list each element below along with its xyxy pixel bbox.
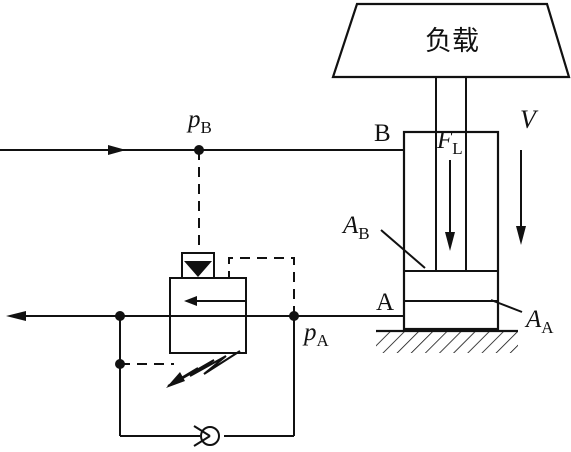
port-a-label: A xyxy=(376,289,394,316)
pilot-line-a xyxy=(228,257,295,316)
area-b-label: AB xyxy=(341,212,370,243)
junction-outlet xyxy=(115,311,125,321)
junction-pa xyxy=(289,311,299,321)
leader-area-a xyxy=(490,299,523,313)
leader-area-b xyxy=(380,229,426,269)
piston xyxy=(404,270,498,302)
port-b-label: B xyxy=(374,120,391,147)
pilot-head-triangle xyxy=(184,261,212,277)
velocity-arrowhead xyxy=(516,226,526,245)
force-label: FL xyxy=(436,127,463,158)
load-block xyxy=(331,2,571,79)
flow-arrowhead xyxy=(184,296,197,306)
load-label: 负载 xyxy=(425,26,479,57)
valve-pilot-head xyxy=(181,252,215,279)
velocity-label: V xyxy=(520,105,539,134)
pressure-a-label: pA xyxy=(302,319,330,350)
bypass-line xyxy=(119,316,295,437)
cylinder-body xyxy=(402,130,500,331)
inlet-arrow-icon xyxy=(108,145,126,155)
junction-pb xyxy=(194,145,204,155)
check-valve xyxy=(193,425,220,447)
area-a-label: AA xyxy=(524,306,554,337)
ground-base xyxy=(376,329,518,353)
spring-adjust-arrowhead xyxy=(166,372,185,388)
force-arrowhead xyxy=(445,232,455,251)
outlet-arrow-icon xyxy=(6,311,26,321)
pressure-b-label: pB xyxy=(186,106,212,137)
junction-drain xyxy=(115,359,125,369)
